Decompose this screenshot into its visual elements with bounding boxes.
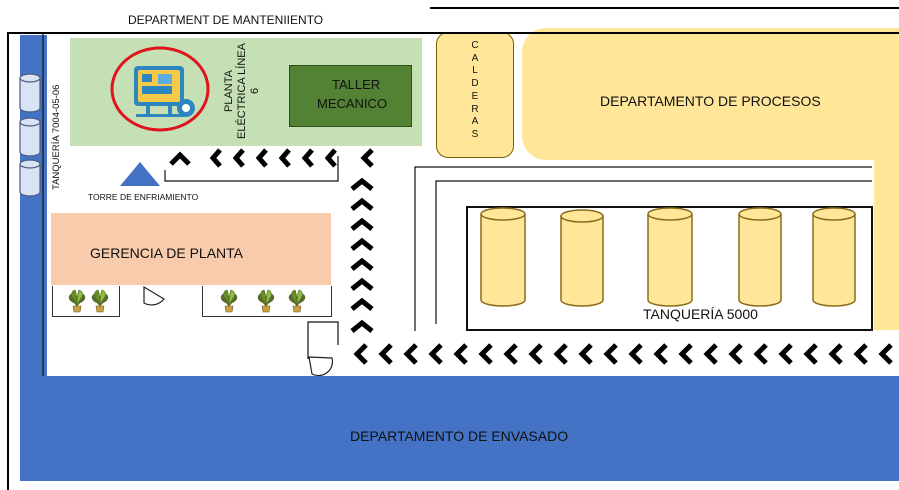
chevron-left-icon [360,148,374,168]
envasado-label: DEPARTAMENTO DE ENVASADO [350,428,569,444]
triangle-icon [120,162,160,186]
chevron-left-icon [428,343,443,365]
taller-label-2: MECANICO [317,96,388,111]
chevron-left-icon [603,343,618,365]
chevron-left-icon [528,343,543,365]
calderas-box [436,32,514,158]
cylinder-tank-icon [560,209,604,307]
procesos-label: DEPARTAMENTO DE PROCESOS [600,93,821,109]
tanqueria-5000-box [466,206,873,331]
chevron-left-icon [653,343,668,365]
tanqueria-cylinders [19,73,41,197]
taller-box [289,65,412,127]
tanks-5000 [480,207,856,307]
chevron-left-icon [324,148,337,168]
calderas-label: CALDERAS [471,40,479,140]
chevron-left-icon [503,343,518,365]
page-title: DEPARTMENT DE MANTENIIENTO [128,13,324,27]
chevron-left-icon [255,148,268,168]
cylinder-tank-icon [812,207,856,307]
chevron-left-icon [878,343,893,365]
chevron-left-icon [853,343,868,365]
planter-box-1 [52,286,120,317]
gerencia-label: GERENCIA DE PLANTA [90,245,244,261]
chevron-left-icon [678,343,693,365]
chevron-left-icon [378,343,393,365]
chevron-left-icon [578,343,593,365]
chevron-up-icon [350,177,374,191]
chevron-left-icon [628,343,643,365]
cylinder-tank-icon [738,207,782,307]
cylinder-tank-icon [480,207,526,307]
procesos-area [522,28,899,160]
torre-label: TORRE DE ENFRIAMIENTO [88,192,199,202]
chevron-left-icon [209,148,222,168]
chevron-up-icon [350,277,374,291]
chevron-left-icon [553,343,568,365]
cylinder-tank-icon [19,73,41,197]
chevron-left-icon [703,343,718,365]
tanqueria-5000-label: TANQUERÍA 5000 [643,306,758,322]
chevron-left-icon [353,343,368,365]
cylinder-tank-icon [647,207,693,307]
chevron-up-icon [350,297,374,311]
chevron-up-icon [169,151,191,166]
door-swing-icon [308,356,334,377]
procesos-side [874,158,899,330]
generator-icon [110,46,210,132]
envasado-area [20,376,899,481]
chevron-left-icon [301,148,314,168]
chevron-left-icon [828,343,843,365]
chevron-left-icon [453,343,468,365]
chevron-up-icon [350,217,374,231]
chevron-left-icon [753,343,768,365]
chevron-left-icon [728,343,743,365]
chevron-left-icon [778,343,793,365]
chevron-up-icon [350,197,374,211]
chevron-left-icon [803,343,818,365]
planter-box-2 [202,286,332,317]
chevron-up-icon [350,257,374,271]
chevron-left-icon [232,148,245,168]
door-swing-icon [143,285,165,306]
taller-label-1: TALLER [332,77,381,92]
chevron-left-icon [403,343,418,365]
gerencia-area [51,213,331,285]
chevron-up-icon [350,319,374,333]
chevron-left-icon [278,148,291,168]
chevron-left-icon [478,343,493,365]
chevron-up-icon [350,237,374,251]
